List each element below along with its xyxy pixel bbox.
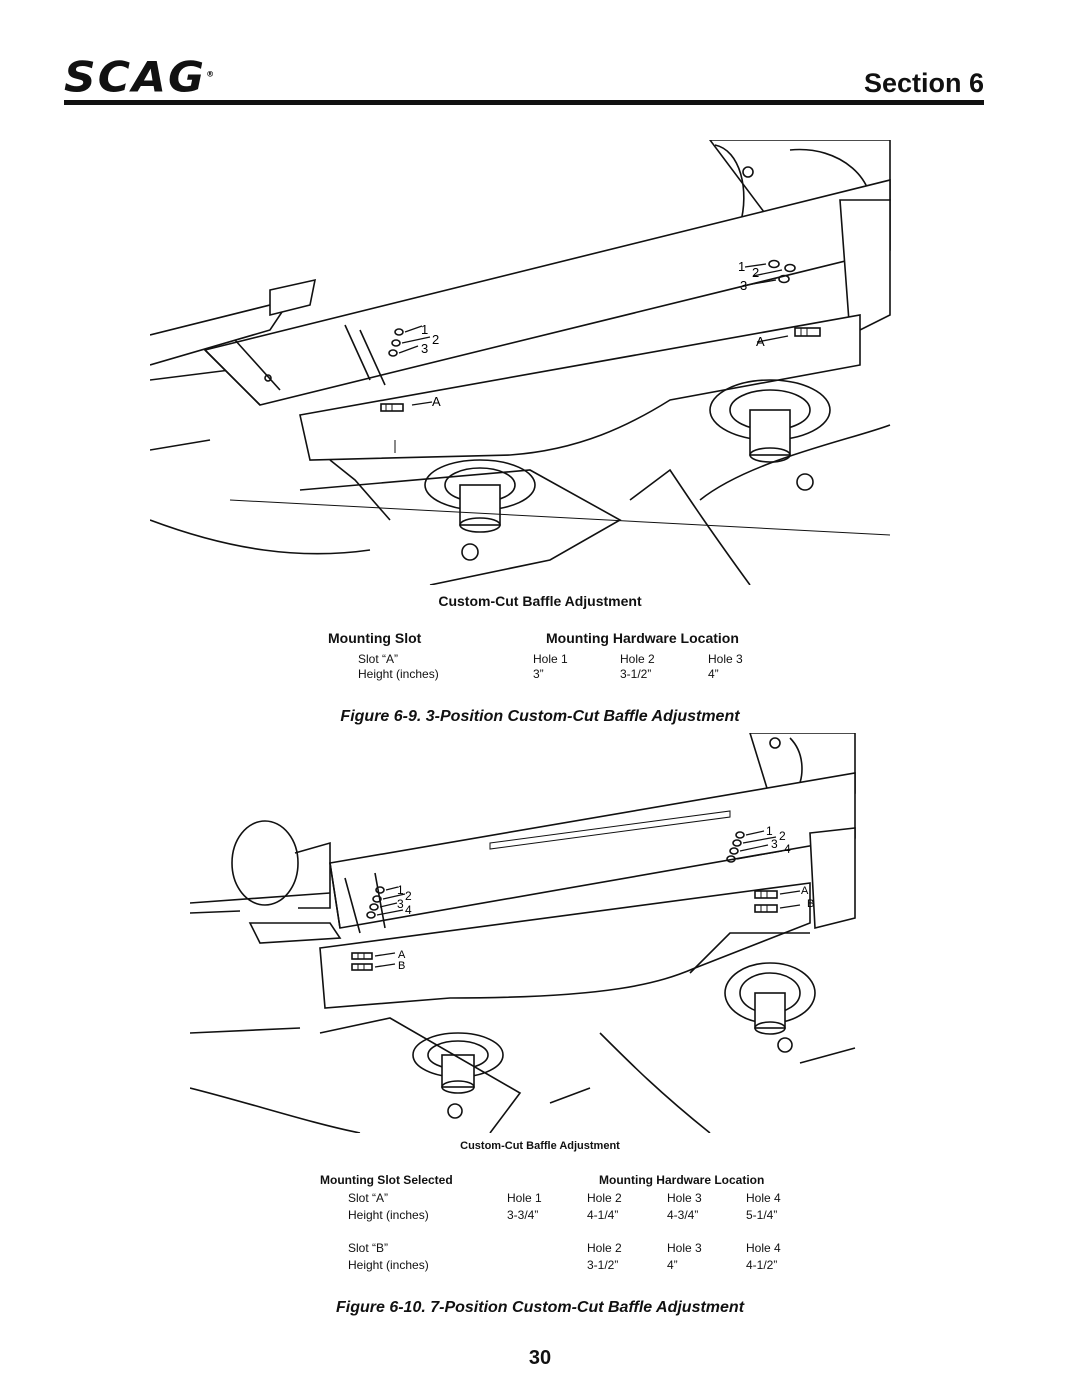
table-cell: 4” xyxy=(708,667,719,681)
hole-4-label-left: 4 xyxy=(405,903,412,917)
table-cell: Hole 1 xyxy=(533,652,568,666)
table-cell: Slot “B” xyxy=(348,1241,389,1255)
table-cell: Hole 2 xyxy=(587,1191,622,1205)
logo-text: SCAG xyxy=(64,53,207,102)
figure-9-table-title: Custom-Cut Baffle Adjustment xyxy=(438,593,642,609)
slot-b-label-right: B xyxy=(807,898,814,910)
table-cell: Hole 3 xyxy=(667,1191,702,1205)
hole-1-label-left: 1 xyxy=(397,883,404,897)
slot-b-label-left: B xyxy=(398,960,405,972)
table-cell: 3-1/2” xyxy=(620,667,652,681)
figure-10-col-hardware-location: Mounting Hardware Location xyxy=(599,1173,765,1187)
section-title: Section 6 xyxy=(863,68,984,98)
table-cell: 3-1/2” xyxy=(587,1258,619,1272)
hole-3-label-left: 3 xyxy=(397,897,404,911)
table-cell: Height (inches) xyxy=(348,1208,429,1222)
scag-logo: SCAG® xyxy=(64,53,216,101)
hole-4-label-right: 4 xyxy=(784,842,791,856)
table-cell: Hole 2 xyxy=(620,652,655,666)
figure-10-caption: Figure 6-10. 7-Position Custom-Cut Baffl… xyxy=(335,1299,745,1316)
table-cell: Height (inches) xyxy=(348,1258,429,1272)
table-cell: 4-1/4” xyxy=(587,1208,619,1222)
hole-1-label-right: 1 xyxy=(738,259,745,274)
figure-9-illustration xyxy=(150,140,891,585)
slot-a-label-right: A xyxy=(801,885,809,897)
hole-2-label-left: 2 xyxy=(432,332,439,347)
table-cell: Hole 1 xyxy=(507,1191,542,1205)
hole-3-label-right: 3 xyxy=(740,278,747,293)
table-cell: 4” xyxy=(667,1258,678,1272)
header-rule xyxy=(64,100,984,105)
figure-10-table-title: Custom-Cut Baffle Adjustment xyxy=(460,1140,620,1152)
table-cell: Height (inches) xyxy=(358,667,439,681)
figure-10-col-mounting-slot: Mounting Slot Selected xyxy=(320,1173,453,1187)
hole-3-label-right: 3 xyxy=(771,837,778,851)
page-number: 30 xyxy=(528,1347,552,1369)
hole-1-label-left: 1 xyxy=(421,322,428,337)
table-cell: 3” xyxy=(533,667,544,681)
hole-1-label-right: 1 xyxy=(766,824,773,838)
table-cell: Hole 4 xyxy=(746,1241,781,1255)
table-cell: Hole 3 xyxy=(708,652,743,666)
figure-9-callouts: 1 2 3 A 1 2 3 A xyxy=(421,259,765,409)
table-cell: Hole 4 xyxy=(746,1191,781,1205)
hole-2-label-right: 2 xyxy=(779,829,786,843)
table-cell: Hole 2 xyxy=(587,1241,622,1255)
table-cell: Hole 3 xyxy=(667,1241,702,1255)
table-cell: Slot “A” xyxy=(348,1191,389,1205)
table-cell: 4-3/4” xyxy=(667,1208,699,1222)
figure-9-col-mounting-slot: Mounting Slot xyxy=(328,630,422,646)
table-cell: 3-3/4” xyxy=(507,1208,539,1222)
figure-9-caption: Figure 6-9. 3-Position Custom-Cut Baffle… xyxy=(340,708,740,725)
table-cell: 4-1/2” xyxy=(746,1258,778,1272)
figure-10-illustration xyxy=(190,733,856,1133)
hole-2-label-left: 2 xyxy=(405,889,412,903)
slot-a-label-left: A xyxy=(398,949,406,961)
registered-mark: ® xyxy=(206,69,217,79)
figure-10-callouts: 1 2 3 4 A B 1 2 3 4 A B xyxy=(397,824,814,972)
slot-a-label-right: A xyxy=(756,334,765,349)
hole-3-label-left: 3 xyxy=(421,341,428,356)
slot-a-label-left: A xyxy=(432,394,441,409)
figure-9-col-hardware-location: Mounting Hardware Location xyxy=(546,630,739,646)
table-cell: 5-1/4” xyxy=(746,1208,778,1222)
hole-2-label-right: 2 xyxy=(752,265,759,280)
table-cell: Slot “A” xyxy=(358,652,399,666)
